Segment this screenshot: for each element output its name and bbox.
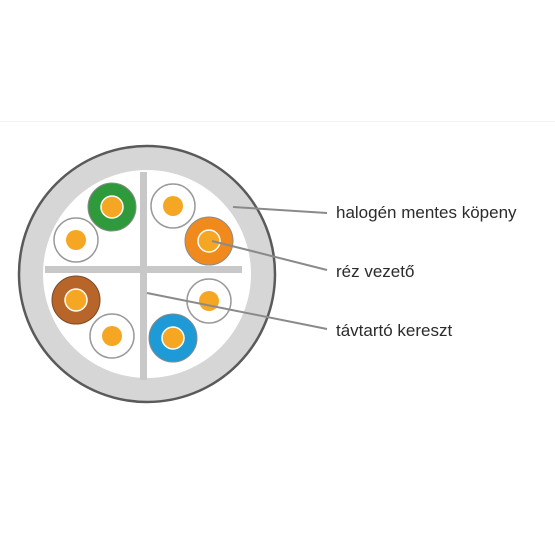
conductor-brown [51, 275, 101, 325]
separator-cross-horizontal [45, 266, 242, 273]
leader-line-separator [146, 292, 328, 330]
conductor-orange [184, 216, 234, 266]
conductor-green [87, 182, 137, 232]
leader-line-conductor [211, 240, 328, 271]
label-sheath: halogén mentes köpeny [336, 203, 517, 222]
label-conductor: réz vezető [336, 262, 415, 281]
conductor-white-brown [89, 313, 135, 359]
label-separator: távtartó kereszt [336, 321, 453, 340]
conductor-white-orange [150, 183, 196, 229]
leader-line-sheath [232, 206, 328, 214]
conductor-blue [148, 313, 198, 363]
conductor-white-blue [186, 278, 232, 324]
conductor-white-green [53, 217, 99, 263]
top-divider [0, 121, 555, 122]
separator-cross-vertical [140, 172, 147, 380]
